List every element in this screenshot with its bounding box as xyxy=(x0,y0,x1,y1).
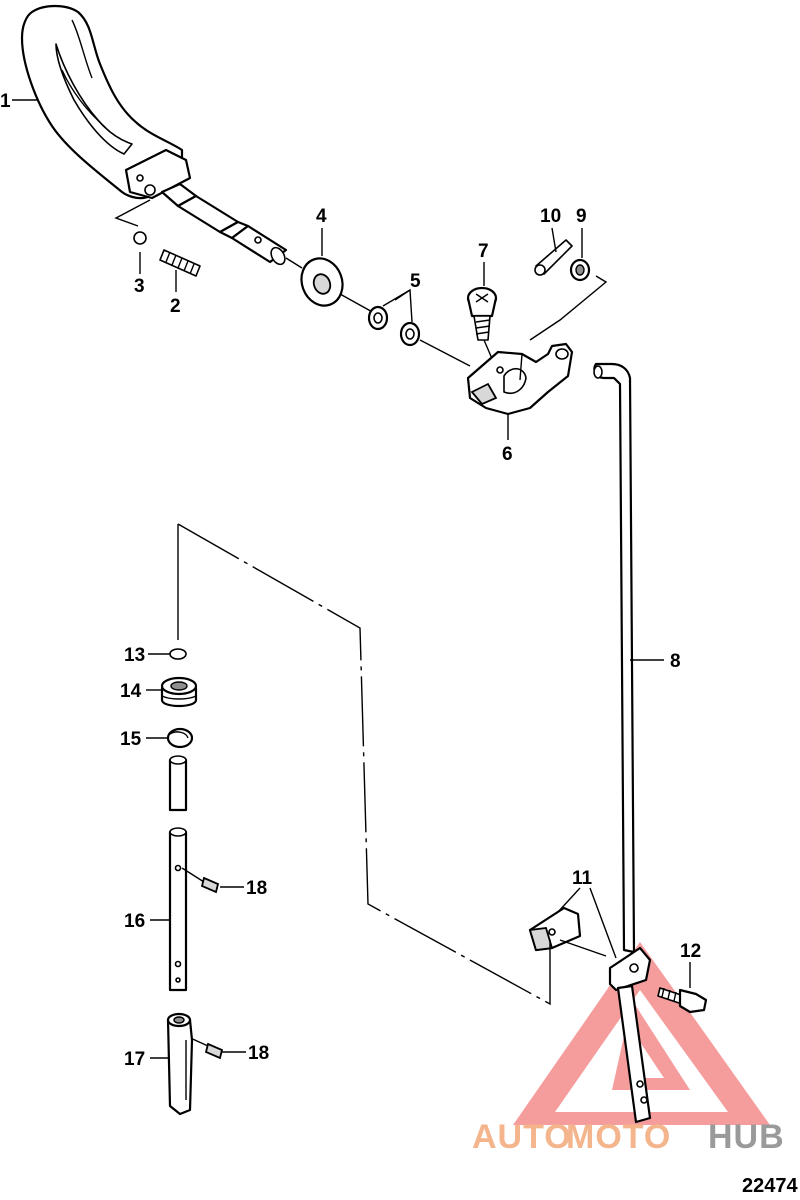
washers-part-5 xyxy=(367,305,421,347)
shaft-part-17 xyxy=(166,1012,194,1116)
bolt-part-12 xyxy=(657,987,708,1014)
clip-part-11 xyxy=(528,906,582,952)
shaft-part-16 xyxy=(168,827,188,992)
clip-part-13 xyxy=(169,648,187,660)
pin-part-18-lower xyxy=(204,1042,224,1060)
callout-17: 17 xyxy=(124,1049,145,1070)
figure-number: 22474 xyxy=(742,1175,798,1197)
callout-14: 14 xyxy=(120,681,142,702)
ball-part-3 xyxy=(133,231,147,245)
grommet-part-14 xyxy=(160,676,198,708)
callout-5: 5 xyxy=(410,271,421,292)
callout-15: 15 xyxy=(120,729,142,750)
watermark-auto: AUTO xyxy=(472,1118,572,1156)
watermark-text: AUTO MOTO HUB xyxy=(472,1118,785,1156)
callout-2: 2 xyxy=(170,296,181,317)
screw-part-7 xyxy=(466,286,498,369)
watermark-moto: MOTO xyxy=(566,1118,671,1156)
cotter-pin-part-10 xyxy=(534,239,573,276)
callout-4: 4 xyxy=(316,206,327,227)
washer-part-9 xyxy=(569,258,591,282)
callout-11: 11 xyxy=(572,868,593,889)
washer-part-15 xyxy=(166,727,194,749)
washer-part-4 xyxy=(300,257,344,307)
callout-1: 1 xyxy=(0,91,11,112)
pin-part-18-upper xyxy=(200,876,220,894)
spring-part-2 xyxy=(159,249,201,277)
coupler-part-11 xyxy=(608,946,652,1124)
callout-8: 8 xyxy=(670,651,681,672)
callout-3: 3 xyxy=(134,276,145,297)
callout-16: 16 xyxy=(124,911,145,932)
callout-7: 7 xyxy=(478,241,489,262)
callout-6: 6 xyxy=(502,444,513,465)
callout-labels: 1 2 3 4 5 6 7 8 9 10 11 12 13 14 15 16 1… xyxy=(0,91,701,1070)
callout-18-lower: 18 xyxy=(248,1043,269,1064)
callout-9: 9 xyxy=(576,206,587,227)
leader-lines xyxy=(12,99,691,1059)
callout-12: 12 xyxy=(680,941,701,962)
shift-rod-part-8 xyxy=(593,362,636,954)
callout-10: 10 xyxy=(540,206,561,227)
shift-handle-part-1 xyxy=(20,4,288,266)
shift-lever-part-6 xyxy=(466,342,574,416)
callout-13: 13 xyxy=(124,645,145,666)
watermark-hub: HUB xyxy=(708,1118,785,1156)
callout-18-upper: 18 xyxy=(246,878,267,899)
pin-upper xyxy=(168,755,188,812)
